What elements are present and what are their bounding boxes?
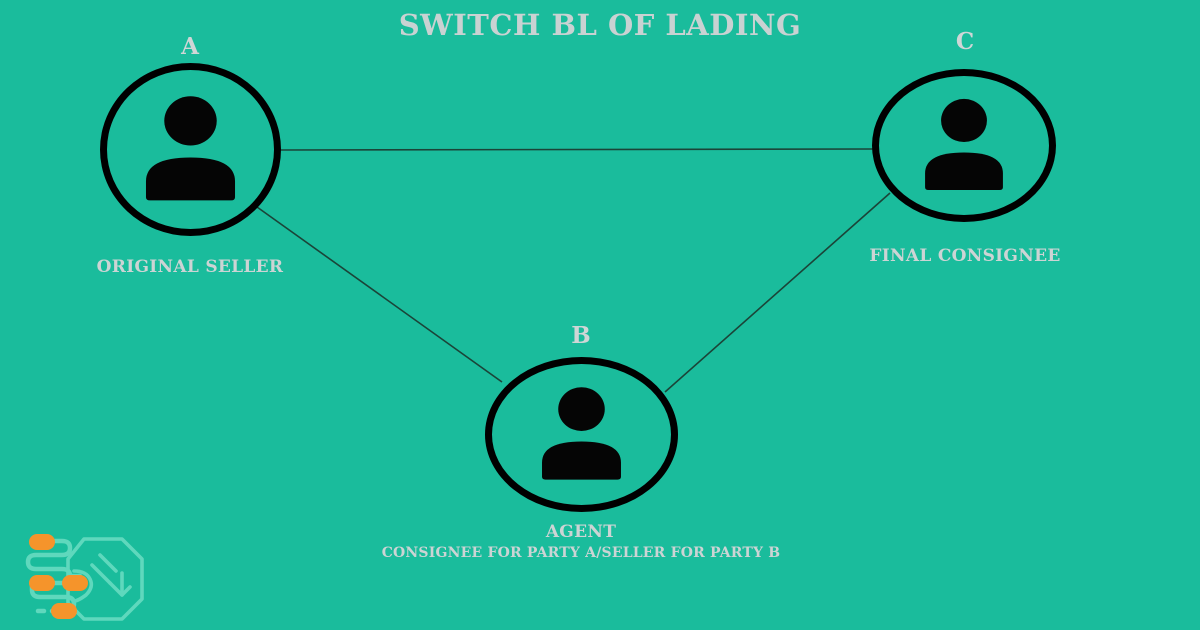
node-c-circle[interactable]	[872, 69, 1056, 222]
node-b-label: AGENT	[545, 522, 617, 542]
node-c[interactable]: C FINAL CONSIGNEE	[815, 25, 1115, 285]
edge-a-to-c	[280, 148, 875, 151]
person-icon	[145, 96, 236, 201]
node-a-letter: A	[181, 33, 199, 60]
node-b-circle[interactable]	[485, 357, 678, 512]
node-b[interactable]: B AGENT CONSIGNEE FOR PARTY A/SELLER FOR…	[382, 318, 780, 568]
edge-b-to-c	[664, 192, 891, 393]
node-a-circle[interactable]	[100, 63, 281, 236]
node-a-label: ORIGINAL SELLER	[96, 257, 284, 277]
edge-a-to-b	[256, 206, 503, 383]
page-title: SWITCH BL OF LADING	[398, 8, 802, 42]
node-c-letter: C	[955, 28, 975, 55]
node-a[interactable]: A ORIGINAL SELLER	[40, 30, 340, 290]
node-c-label: FINAL CONSIGNEE	[869, 246, 1061, 266]
logo-dots	[29, 534, 88, 619]
person-icon	[542, 387, 621, 480]
node-b-sublabel: CONSIGNEE FOR PARTY A/SELLER FOR PARTY B	[381, 545, 781, 561]
circuit-cube-logo	[25, 534, 144, 621]
person-icon	[925, 98, 1003, 190]
node-b-letter: B	[571, 322, 591, 349]
